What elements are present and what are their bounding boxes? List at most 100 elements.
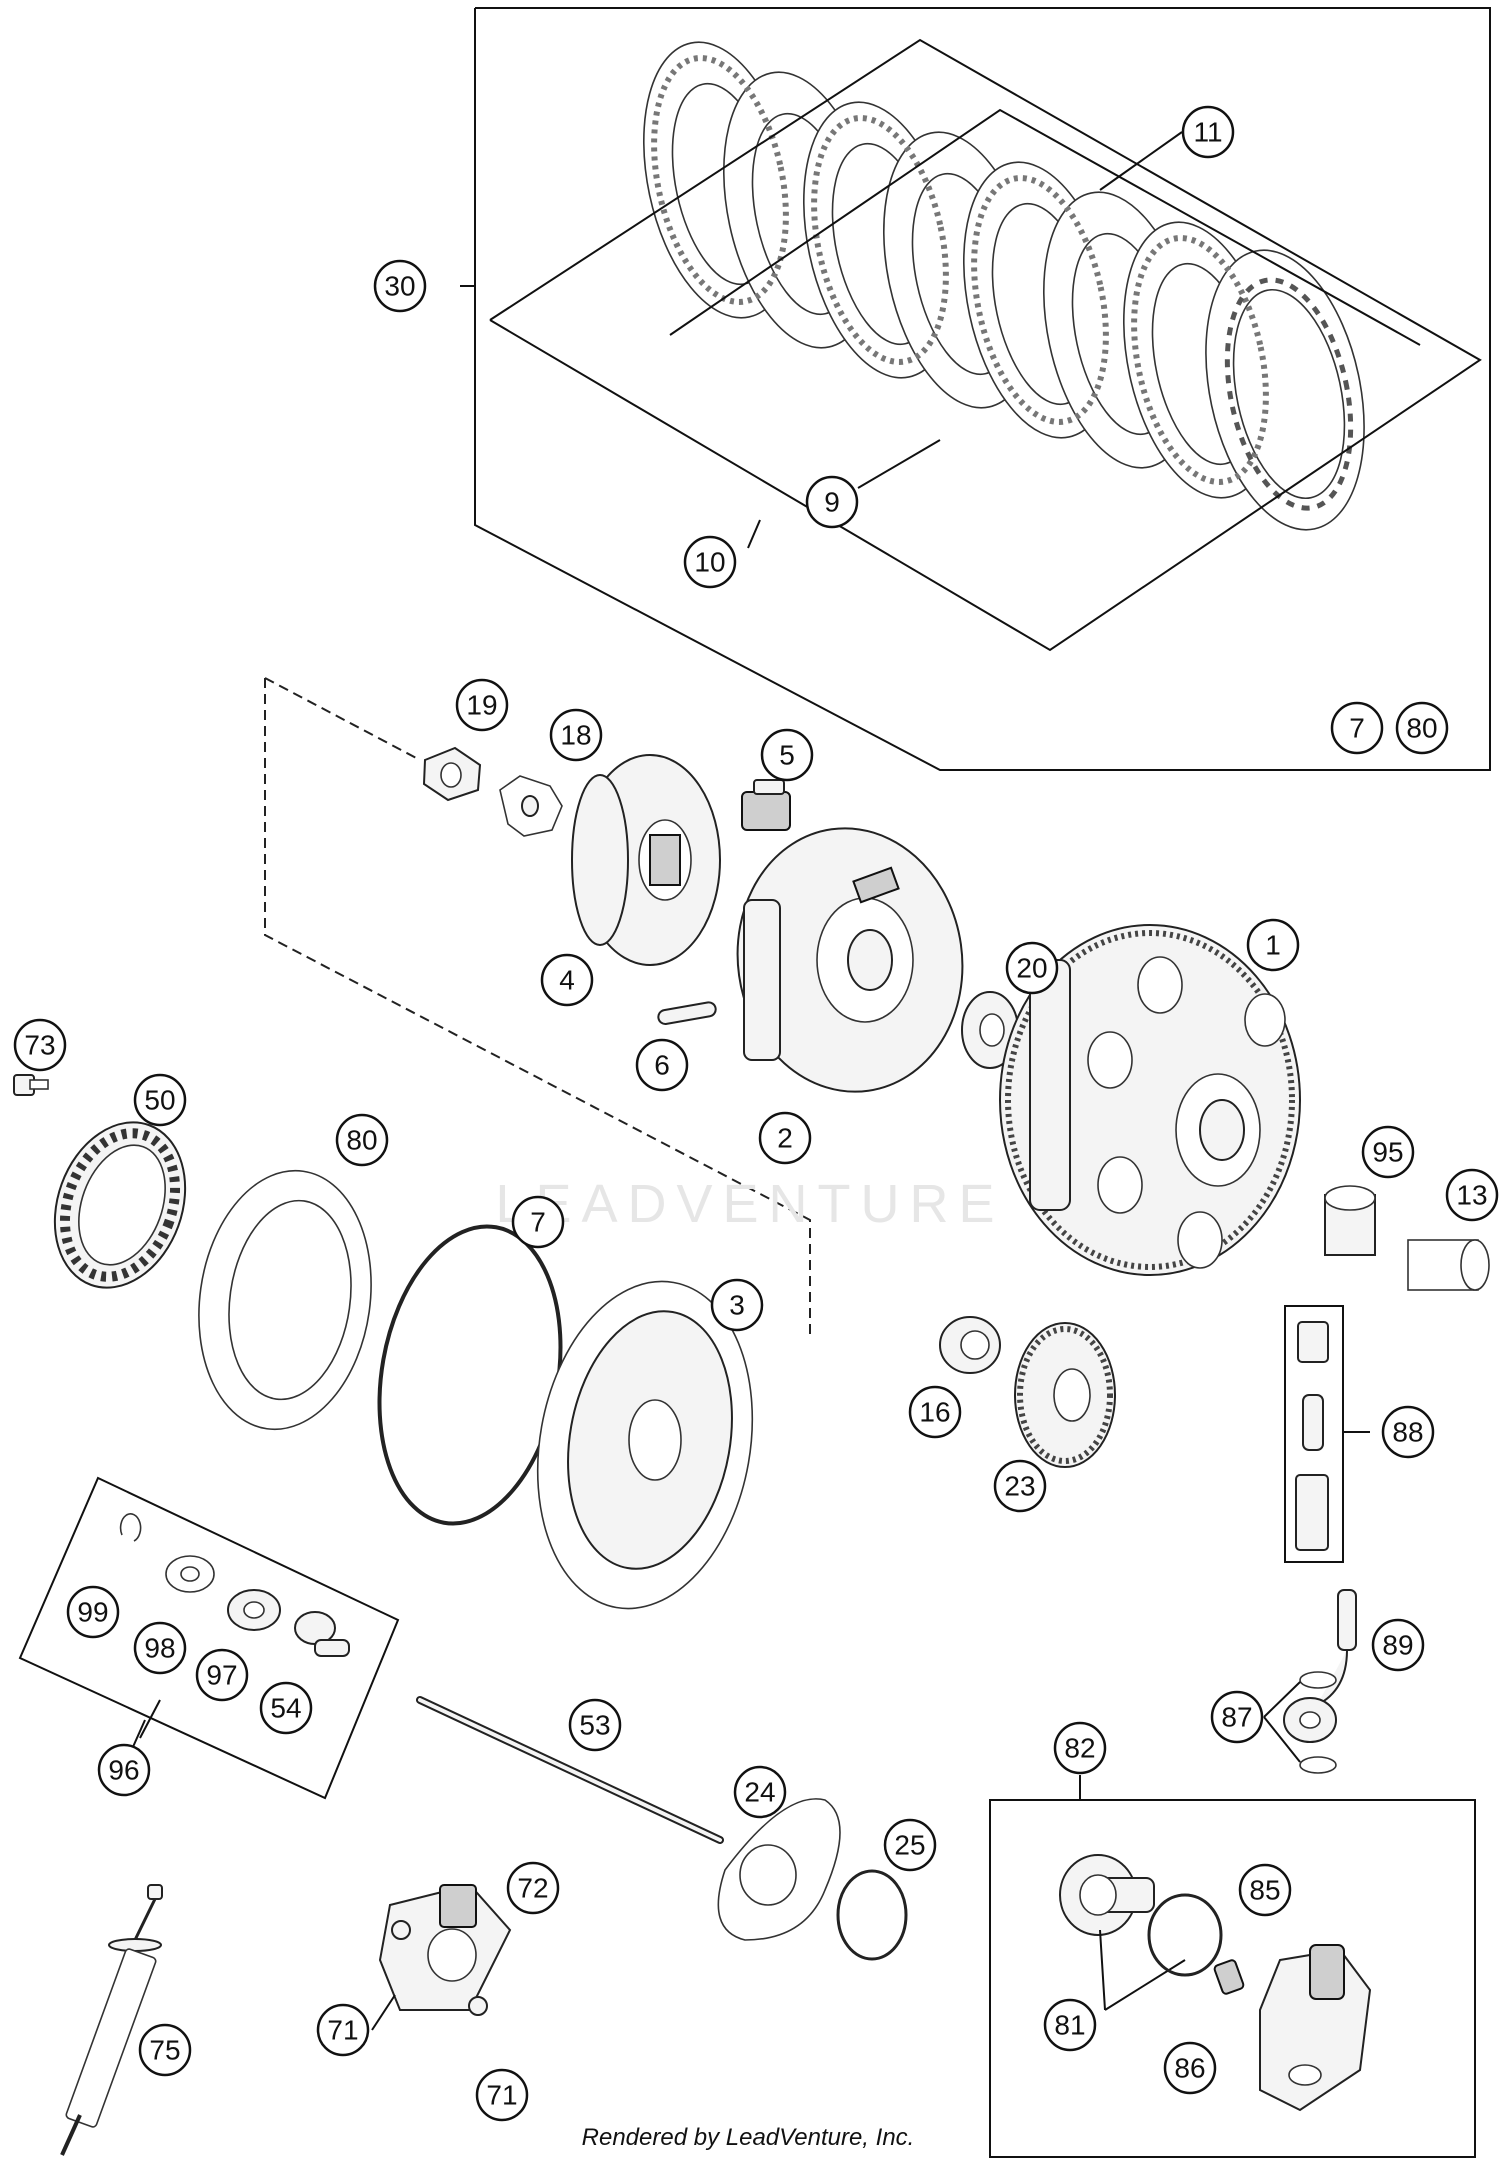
part-inner-hub-4 — [571, 754, 721, 966]
callout-97: 97 — [195, 1648, 249, 1702]
svg-text:54: 54 — [270, 1693, 301, 1724]
part-slave-cylinder-72 — [378, 1883, 512, 2011]
callout-72: 72 — [506, 1861, 560, 1915]
part-piston-81 — [1059, 1854, 1186, 2011]
callout-16: 16 — [908, 1385, 962, 1439]
callout-4: 4 — [540, 953, 594, 1007]
callout-1: 1 — [1246, 918, 1300, 972]
svg-text:23: 23 — [1004, 1471, 1035, 1502]
svg-text:80: 80 — [346, 1125, 377, 1156]
svg-text:3: 3 — [729, 1290, 745, 1321]
part-washers-87 — [1263, 1671, 1337, 1774]
part-oring-85 — [1147, 1893, 1223, 1977]
svg-text:89: 89 — [1382, 1630, 1413, 1661]
callout-95: 95 — [1361, 1125, 1415, 1179]
part-washer-80 — [198, 1169, 372, 1431]
callout-98: 98 — [133, 1621, 187, 1675]
svg-text:16: 16 — [919, 1397, 950, 1428]
svg-text:96: 96 — [108, 1755, 139, 1786]
callout-9: 9 — [805, 475, 859, 529]
callout-3: 3 — [710, 1278, 764, 1332]
svg-text:71: 71 — [327, 2015, 358, 2046]
svg-text:86: 86 — [1174, 2053, 1205, 2084]
svg-text:73: 73 — [24, 1030, 55, 1061]
callout-10: 10 — [683, 535, 737, 589]
svg-text:7: 7 — [1349, 713, 1365, 744]
part-bolts-71 — [371, 1920, 488, 2031]
svg-text:10: 10 — [694, 547, 725, 578]
callout-75: 75 — [138, 2023, 192, 2077]
credit-text: Rendered by LeadVenture, Inc. — [582, 2124, 915, 2151]
callout-88: 88 — [1381, 1405, 1435, 1459]
part-bushing-95 — [1324, 1185, 1376, 1256]
callout-24: 24 — [733, 1765, 787, 1819]
callout-85: 85 — [1238, 1863, 1292, 1917]
disc-friction-hatching — [651, 55, 1354, 511]
svg-text:5: 5 — [779, 740, 795, 771]
svg-text:20: 20 — [1016, 953, 1047, 984]
svg-text:97: 97 — [206, 1660, 237, 1691]
callout-71: 71 — [316, 2003, 370, 2057]
callout-99: 99 — [66, 1585, 120, 1639]
svg-text:11: 11 — [1193, 117, 1222, 148]
svg-text:72: 72 — [517, 1873, 548, 1904]
svg-text:88: 88 — [1392, 1417, 1423, 1448]
callout-96: 96 — [97, 1743, 151, 1797]
part-pressure-piece-54 — [294, 1611, 350, 1657]
svg-text:75: 75 — [149, 2035, 180, 2066]
svg-text:13: 13 — [1456, 1180, 1487, 1211]
callout-6: 6 — [635, 1038, 689, 1092]
svg-text:82: 82 — [1064, 1733, 1095, 1764]
callout-73: 73 — [13, 1018, 67, 1072]
svg-text:19: 19 — [466, 690, 497, 721]
part-bolt-73 — [13, 1074, 49, 1096]
callout-81: 81 — [1043, 1998, 1097, 2052]
callout-89: 89 — [1371, 1618, 1425, 1672]
part-gasket-24 — [717, 1798, 841, 1941]
callout-7: 7 — [511, 1195, 565, 1249]
svg-text:7: 7 — [530, 1207, 546, 1238]
svg-text:4: 4 — [559, 965, 575, 996]
svg-text:71: 71 — [486, 2080, 517, 2111]
part-pin-6 — [657, 1001, 717, 1025]
part-circlip-99 — [119, 1513, 142, 1542]
svg-text:9: 9 — [824, 487, 840, 518]
part-pressure-plate-3 — [536, 1280, 754, 1610]
watermark: LEADVENTURE — [495, 1174, 1004, 1234]
callout-18: 18 — [549, 708, 603, 762]
part-sleeve-13 — [1407, 1239, 1490, 1291]
part-washer-98 — [165, 1555, 215, 1593]
svg-text:2: 2 — [777, 1123, 793, 1154]
part-damper-5 — [741, 779, 791, 831]
part-spacer-16 — [939, 1316, 1001, 1374]
callout-80: 80 — [335, 1113, 389, 1167]
callout-19: 19 — [455, 678, 509, 732]
part-kit-82-frame — [989, 1775, 1476, 2158]
part-syringe-75 — [60, 1884, 163, 2156]
part-nut-19 — [422, 746, 482, 802]
clutch-disc-stack — [642, 41, 1365, 531]
svg-text:53: 53 — [579, 1710, 610, 1741]
svg-text:18: 18 — [560, 720, 591, 751]
part-slave-housing — [1259, 1944, 1372, 2112]
part-lock-washer-18 — [499, 775, 563, 837]
callout-7: 7 — [1330, 701, 1384, 755]
callout-20: 20 — [1005, 941, 1059, 995]
svg-text:85: 85 — [1249, 1875, 1280, 1906]
callout-50: 50 — [133, 1073, 187, 1127]
part-spring-86 — [1213, 1959, 1245, 1995]
callout-86: 86 — [1163, 2041, 1217, 2095]
svg-text:30: 30 — [384, 271, 415, 302]
part-clutch-basket-1 — [999, 924, 1301, 1276]
part-banjo-89 — [1283, 1589, 1357, 1743]
callout-13: 13 — [1445, 1168, 1499, 1222]
svg-text:87: 87 — [1221, 1702, 1252, 1733]
callout-30: 30 — [373, 259, 427, 313]
callout-80: 80 — [1395, 701, 1449, 755]
callout-25: 25 — [883, 1818, 937, 1872]
svg-text:81: 81 — [1054, 2010, 1085, 2041]
part-clutch-hub-2 — [736, 827, 964, 1093]
svg-text:50: 50 — [144, 1085, 175, 1116]
part-push-rod-53 — [416, 1696, 724, 1844]
